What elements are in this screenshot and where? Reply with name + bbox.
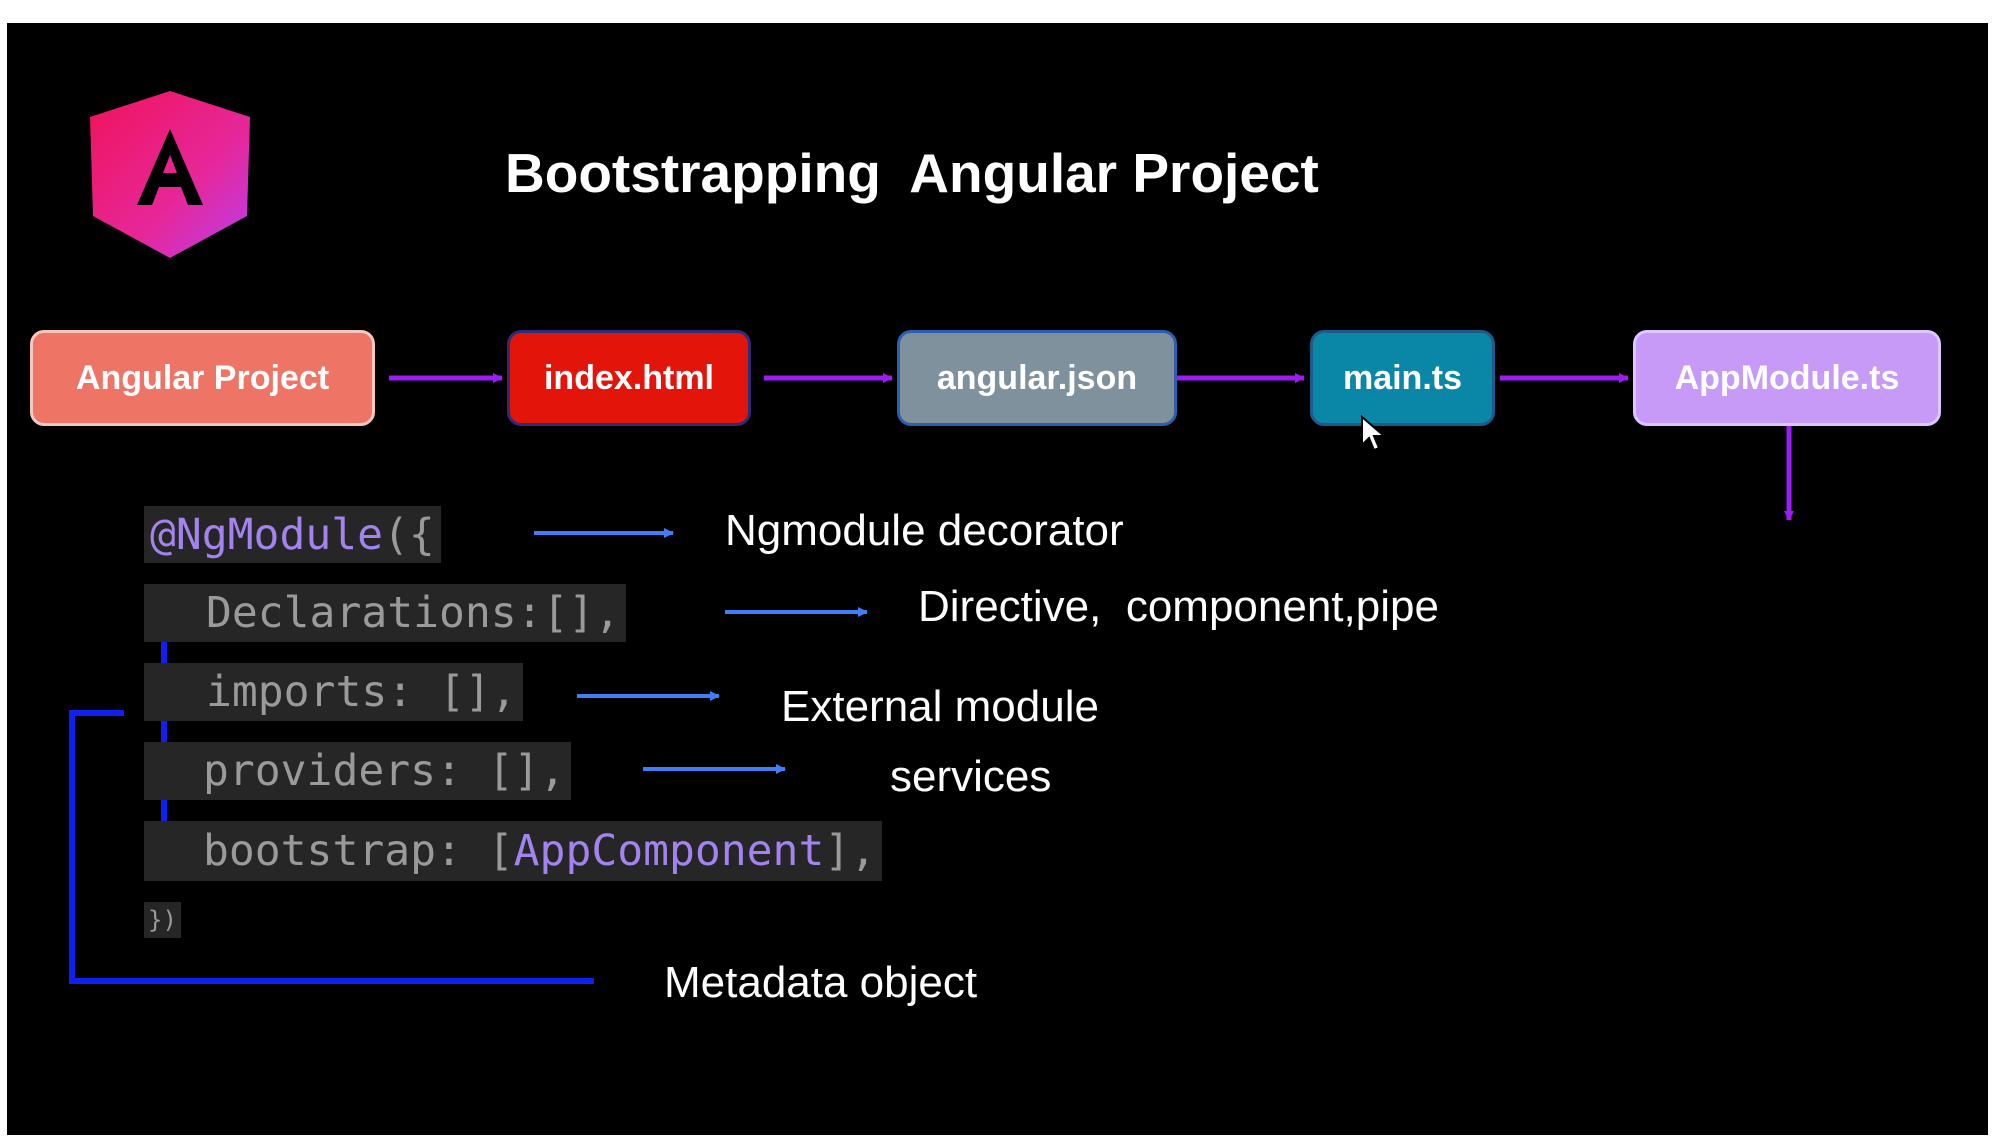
annotation-providers: services [890,752,1052,801]
code-line-decorator: @NgModule({ [144,506,441,563]
code-line-providers: providers: [], [144,742,572,800]
annotation-decorator: Ngmodule decorator [725,506,1124,555]
annotation-metadata: Metadata object [664,958,978,1007]
box-angular-project-label: Angular Project [75,358,330,397]
code-line-imports: imports: [], [144,663,523,721]
code-line-closing: }) [144,902,181,938]
box-angular-json: angular.json [897,330,1177,426]
box-main-ts: main.ts [1310,330,1495,426]
code-imports: imports: [], [206,667,517,717]
code-closing: }) [148,906,177,934]
code-decorator-name: @NgModule [150,509,383,560]
code-line-declarations: Declarations:[], [144,584,627,642]
slide-title: Bootstrapping Angular Project [505,142,1319,204]
flow-arrows [389,373,1794,521]
box-appmodule-ts-label: AppModule.ts [1674,358,1900,397]
angular-logo-icon [90,91,250,258]
code-bootstrap-key: bootstrap: [ [203,826,514,876]
box-main-ts-label: main.ts [1342,358,1463,397]
slide: Bootstrapping Angular Project Angular Pr… [7,23,1988,1135]
code-bootstrap-close: ], [824,826,877,876]
box-index-html: index.html [507,330,751,426]
annotation-imports: External module [781,682,1099,731]
code-arrows [534,528,868,774]
mouse-cursor-icon [1361,415,1387,452]
annotation-declarations: Directive, component,pipe [918,582,1439,631]
code-decorator-open: ({ [383,509,435,560]
code-providers: providers: [], [203,746,566,796]
box-index-html-label: index.html [543,358,715,397]
code-declarations: Declarations:[], [206,588,621,638]
box-angular-project: Angular Project [30,330,375,426]
code-line-bootstrap: bootstrap: [AppComponent], [144,821,883,881]
box-appmodule-ts: AppModule.ts [1633,330,1941,426]
box-angular-json-label: angular.json [936,358,1138,397]
code-bootstrap-value: AppComponent [513,826,825,876]
